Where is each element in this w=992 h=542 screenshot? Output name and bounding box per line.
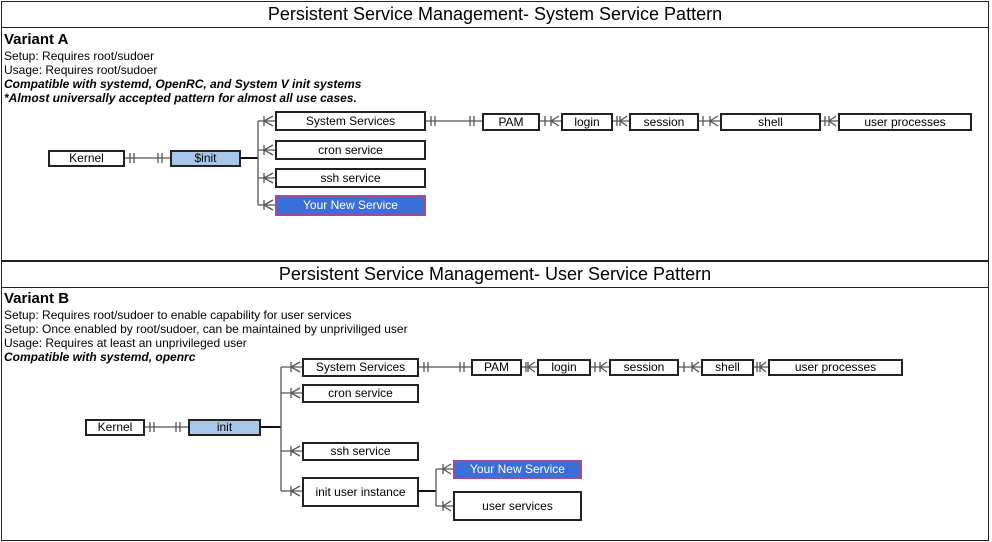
variant-a-title: Variant A xyxy=(4,31,69,48)
login-node: login xyxy=(561,113,613,131)
kernel-node: Kernel xyxy=(85,419,145,436)
variant-a-note: Usage: Requires root/sudoer xyxy=(4,63,158,77)
pam-node: PAM xyxy=(482,113,540,131)
variant-b-note: Setup: Once enabled by root/sudoer, can … xyxy=(4,322,408,336)
shell-node: shell xyxy=(720,113,821,131)
variant-a-compat: Compatible with systemd, OpenRC, and Sys… xyxy=(4,77,362,91)
user-processes-node: user processes xyxy=(838,113,972,131)
session-node: session xyxy=(609,359,679,376)
ssh-service-node: ssh service xyxy=(275,168,426,188)
system-services-node: System Services xyxy=(302,358,419,377)
cron-service-node: cron service xyxy=(302,384,419,403)
cron-service-node: cron service xyxy=(275,140,426,160)
init-user-instance-node: init user instance xyxy=(302,477,419,507)
ssh-service-node: ssh service xyxy=(302,442,419,461)
variant-a-header: Persistent Service Management- System Se… xyxy=(2,2,988,28)
pam-node: PAM xyxy=(471,359,522,376)
user-processes-node: user processes xyxy=(768,359,903,376)
shell-node: shell xyxy=(701,359,754,376)
variant-a-note: Setup: Requires root/sudoer xyxy=(4,49,155,63)
variant-b-title: Variant B xyxy=(4,290,70,307)
new-service-node: Your New Service xyxy=(453,460,582,479)
variant-b-header: Persistent Service Management- User Serv… xyxy=(2,262,988,288)
system-services-node: System Services xyxy=(275,111,426,131)
init-node: $init xyxy=(170,150,241,167)
variant-a-remark: *Almost universally accepted pattern for… xyxy=(4,91,357,105)
variant-b-note: Usage: Requires at least an unprivileged… xyxy=(4,336,247,350)
login-node: login xyxy=(537,359,591,376)
session-node: session xyxy=(629,113,699,131)
new-service-node: Your New Service xyxy=(275,195,426,216)
init-node: init xyxy=(188,419,261,436)
variant-b-note: Setup: Requires root/sudoer to enable ca… xyxy=(4,308,352,322)
kernel-node: Kernel xyxy=(48,150,125,167)
variant-b-compat: Compatible with systemd, openrc xyxy=(4,350,196,364)
user-services-node: user services xyxy=(453,491,582,521)
variant-a-panel: Persistent Service Management- System Se… xyxy=(1,1,989,261)
